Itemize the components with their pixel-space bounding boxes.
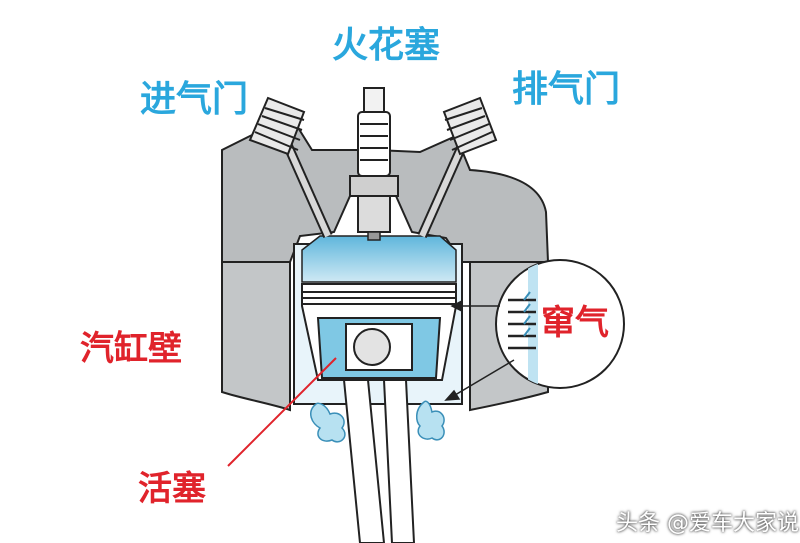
piston [301,283,457,381]
source-watermark: 头条 @爱车大家说 [616,511,799,536]
pointer-arrows [444,299,515,401]
piston-label: 活塞 [138,469,206,509]
connecting-rod [342,379,416,543]
piston-leader-line [227,357,337,467]
blow-by-gas-left [310,402,346,443]
blow-by-label: 窜气 [541,303,609,343]
piston-pin [353,328,391,366]
exhaust-valve-label: 排气门 [512,69,621,110]
spark-plug-label: 火花塞 [332,25,441,66]
combustion-chamber [301,235,457,283]
magnifier-inset [495,259,625,389]
spark-plug [349,87,399,241]
blow-by-gas-right [416,400,445,441]
exhaust-valve [417,96,498,239]
intake-valve [248,96,333,239]
cylinder-block-left [221,261,291,412]
intake-valve-label: 进气门 [140,79,249,120]
cylinder-wall-label: 汽缸壁 [80,329,182,369]
